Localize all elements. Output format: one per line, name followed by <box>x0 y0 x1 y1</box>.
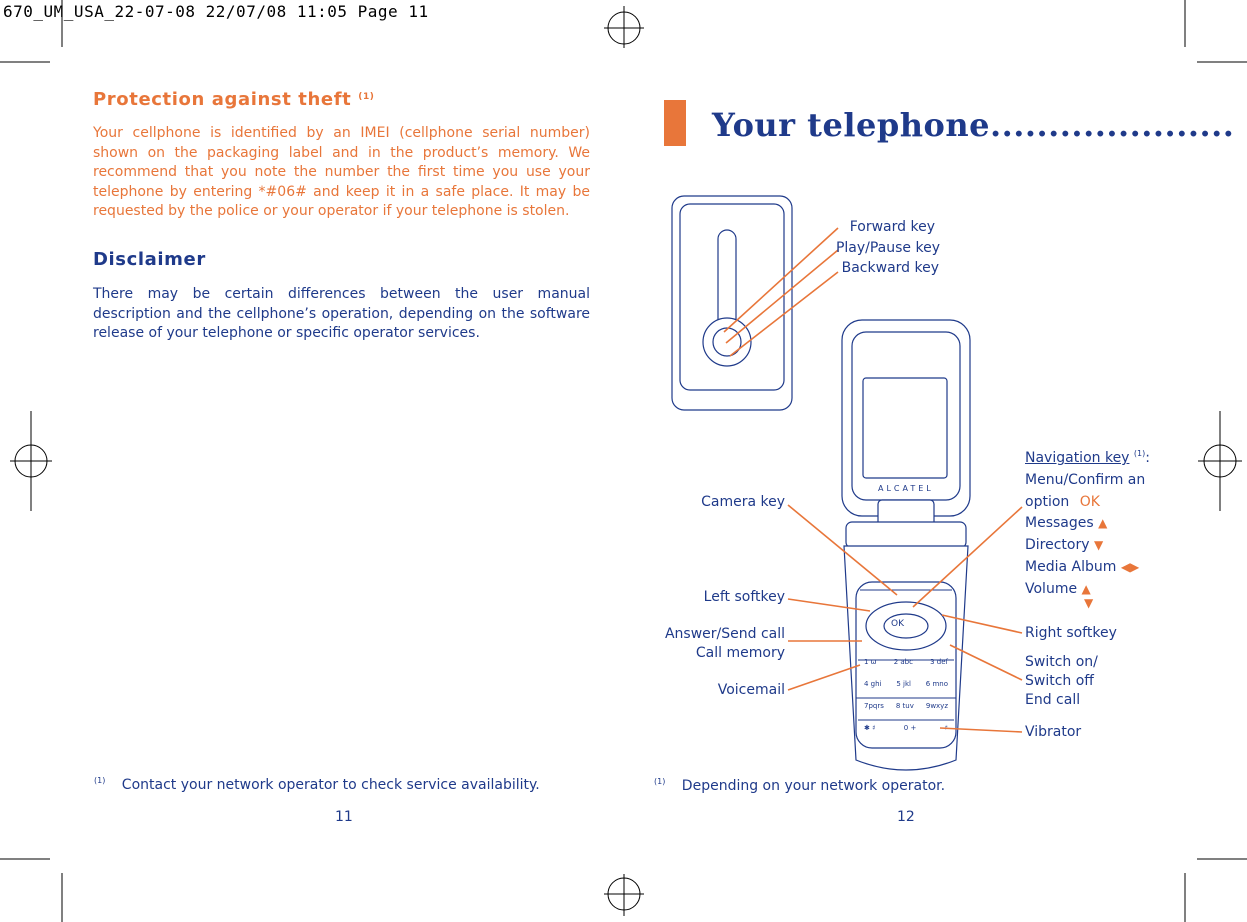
messages-text: Messages <box>1025 515 1094 531</box>
key-6: 6 mno <box>925 680 948 688</box>
navigation-key-text: Navigation key <box>1025 450 1130 466</box>
colon: : <box>1145 450 1150 466</box>
end-call-label: End call <box>1025 692 1081 708</box>
footnote-superscript: (1) <box>358 92 375 102</box>
key-star: ✱ ♯ <box>864 724 876 732</box>
up-triangle-icon: ▲ <box>1081 582 1091 596</box>
keypad-row: 4 ghi 5 jkl 6 mno <box>864 680 948 702</box>
call-memory-label: Call memory <box>695 645 785 661</box>
page-title: Your telephone..................... <box>712 106 1235 144</box>
page-number-left: 11 <box>335 809 353 825</box>
media-album-label: Media Album ◀▶ <box>1025 559 1139 575</box>
key-1: 1 ω <box>864 658 877 666</box>
down-triangle-icon: ▼ <box>1084 596 1094 610</box>
footnote-text: Depending on your network operator. <box>681 778 946 794</box>
answer-send-label: Answer/Send call <box>664 626 785 642</box>
key-8: 8 tuv <box>895 702 914 710</box>
down-triangle-icon: ▼ <box>1093 538 1104 552</box>
volume-label: Volume ▲ <box>1025 581 1091 597</box>
registration-mark-icon <box>604 874 644 916</box>
protection-paragraph: Your cellphone is identified by an IMEI … <box>93 125 590 220</box>
key-5: 5 jkl <box>896 680 911 688</box>
switch-on-label: Switch on/ <box>1025 654 1098 670</box>
disclaimer-paragraph: There may be certain differences between… <box>93 286 590 342</box>
footnote-mark: (1) <box>94 776 106 785</box>
camera-key-label: Camera key <box>701 494 785 510</box>
right-softkey-label: Right softkey <box>1025 625 1117 641</box>
directory-text: Directory <box>1025 537 1090 553</box>
messages-label: Messages ▲ <box>1025 515 1107 531</box>
ok-key-label: OK <box>891 619 904 629</box>
right-footnote: (1) Depending on your network operator. <box>654 777 946 794</box>
protection-title: Protection against theft <box>93 89 352 110</box>
key-7: 7pqrs <box>864 702 884 710</box>
footnote-text: Contact your network operator to check s… <box>121 777 540 793</box>
option-text: option <box>1025 494 1070 510</box>
key-2: 2 abc <box>893 658 913 666</box>
menu-confirm-label: Menu/Confirm an <box>1025 472 1146 488</box>
key-0: 0 + <box>903 724 917 732</box>
up-triangle-icon: ▲ <box>1098 516 1108 530</box>
directory-label: Directory ▼ <box>1025 537 1103 553</box>
phone-illustration <box>671 195 971 771</box>
key-3: 3 def <box>930 658 948 666</box>
keypad-row: 1 ω 2 abc 3 def <box>864 658 948 680</box>
left-footnote: (1) Contact your network operator to che… <box>94 776 540 793</box>
protection-heading: Protection against theft (1) <box>93 89 375 110</box>
left-right-triangle-icon: ◀▶ <box>1120 560 1140 574</box>
volume-text: Volume <box>1025 581 1078 597</box>
option-label: option OK <box>1025 494 1100 510</box>
navigation-key-label: Navigation key (1): <box>1025 449 1150 466</box>
keypad: 1 ω 2 abc 3 def 4 ghi 5 jkl 6 mno 7pqrs … <box>864 658 948 746</box>
left-softkey-label: Left softkey <box>703 589 785 605</box>
forward-key-label: Forward key <box>849 219 935 235</box>
play-pause-key-label: Play/Pause key <box>835 240 940 256</box>
registration-mark-icon <box>1198 411 1242 511</box>
page-number-right: 12 <box>897 809 915 825</box>
chapter-marker <box>664 100 686 146</box>
switch-off-label: Switch off <box>1025 673 1094 689</box>
phone-brand: ALCATEL <box>878 484 934 493</box>
voicemail-label: Voicemail <box>717 682 785 698</box>
keypad-row: 7pqrs 8 tuv 9wxyz <box>864 702 948 724</box>
print-slug: 670_UM_USA_22-07-08 22/07/08 11:05 Page … <box>3 2 429 21</box>
key-9: 9wxyz <box>925 702 948 710</box>
vibrator-label: Vibrator <box>1025 724 1082 740</box>
registration-mark-icon <box>604 6 644 48</box>
media-album-text: Media Album <box>1025 559 1117 575</box>
disclaimer-heading: Disclaimer <box>93 249 206 270</box>
registration-mark-icon <box>10 411 52 511</box>
key-4: 4 ghi <box>864 680 882 688</box>
footnote-superscript: (1) <box>1133 449 1146 458</box>
backward-key-label: Backward key <box>841 260 939 276</box>
footnote-mark: (1) <box>654 777 666 786</box>
ok-badge: OK <box>1079 494 1100 510</box>
